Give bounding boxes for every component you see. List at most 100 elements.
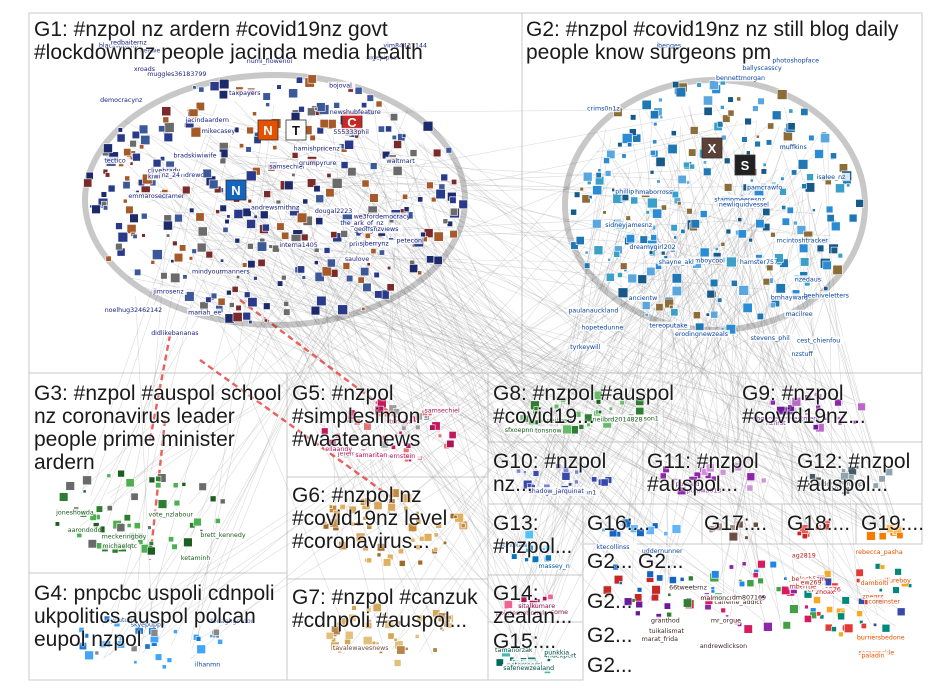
node-avatar bbox=[690, 126, 698, 134]
node-avatar bbox=[634, 594, 641, 601]
node-avatar bbox=[817, 612, 821, 616]
group-label-g16: G16:... bbox=[587, 512, 647, 535]
node-avatar bbox=[163, 117, 169, 123]
node-avatar bbox=[392, 135, 396, 139]
node-avatar bbox=[784, 577, 787, 580]
node-avatar bbox=[608, 258, 611, 261]
node-avatar bbox=[707, 290, 715, 298]
node-avatar bbox=[671, 131, 676, 136]
node-avatar bbox=[86, 172, 93, 179]
node-avatar bbox=[410, 150, 417, 157]
node-avatar bbox=[158, 500, 167, 509]
node-label: ketaminh bbox=[181, 555, 211, 562]
node-avatar bbox=[162, 107, 171, 116]
node-avatar bbox=[770, 561, 777, 568]
node-avatar bbox=[576, 236, 584, 244]
node-avatar bbox=[179, 245, 185, 251]
node-label: nz_24 bbox=[162, 172, 180, 179]
node-avatar bbox=[151, 260, 155, 264]
node-label: interna1405 bbox=[279, 242, 317, 249]
edge bbox=[192, 109, 408, 649]
node-avatar bbox=[451, 179, 456, 184]
node-avatar bbox=[757, 313, 763, 319]
node-avatar bbox=[642, 100, 651, 109]
node-avatar bbox=[585, 251, 588, 254]
node-label: granthod bbox=[651, 618, 680, 625]
node-avatar bbox=[758, 98, 765, 105]
node-avatar bbox=[326, 189, 334, 197]
node-avatar bbox=[203, 169, 212, 178]
node-avatar bbox=[88, 540, 97, 549]
node-avatar bbox=[650, 150, 655, 155]
node-avatar bbox=[193, 86, 196, 89]
node-avatar bbox=[118, 232, 128, 242]
node-avatar bbox=[310, 135, 316, 141]
node-label: mariah_ee bbox=[188, 310, 221, 317]
node-avatar bbox=[118, 128, 123, 133]
node-label: isalee_nz bbox=[817, 174, 847, 181]
node-label: bmhayward bbox=[771, 294, 808, 301]
node-avatar bbox=[790, 605, 799, 614]
node-avatar bbox=[418, 271, 422, 275]
node-avatar bbox=[156, 476, 161, 481]
node-avatar bbox=[155, 482, 160, 487]
node-avatar bbox=[653, 140, 657, 144]
node-avatar bbox=[669, 577, 676, 584]
node-avatar bbox=[196, 213, 204, 221]
node-avatar bbox=[450, 197, 457, 204]
node-avatar bbox=[678, 175, 686, 183]
node-avatar bbox=[281, 275, 286, 280]
node-label: tectico bbox=[104, 158, 125, 165]
node-avatar bbox=[776, 587, 781, 592]
node-avatar bbox=[804, 615, 811, 622]
node-avatar bbox=[132, 131, 139, 138]
node-avatar bbox=[745, 536, 749, 540]
node-avatar bbox=[296, 77, 302, 83]
node-avatar bbox=[83, 476, 92, 485]
node-avatar bbox=[124, 514, 130, 520]
node-label: brett_kennedy bbox=[200, 532, 246, 539]
node-avatar bbox=[198, 227, 207, 236]
node-avatar bbox=[126, 479, 134, 487]
node-avatar bbox=[116, 223, 123, 230]
node-avatar bbox=[84, 179, 92, 187]
node-avatar bbox=[236, 305, 242, 311]
node-avatar bbox=[677, 201, 681, 205]
node-avatar bbox=[260, 211, 268, 219]
node-avatar bbox=[219, 90, 227, 98]
node-avatar bbox=[672, 191, 679, 198]
node-avatar bbox=[415, 634, 419, 638]
node-avatar bbox=[211, 293, 217, 299]
node-avatar bbox=[703, 96, 712, 105]
node-avatar bbox=[680, 577, 684, 581]
group-label-g2-d: G2... bbox=[587, 624, 627, 647]
node-avatar bbox=[376, 101, 382, 107]
node-avatar bbox=[674, 236, 677, 239]
node-avatar bbox=[362, 307, 365, 310]
node-avatar bbox=[168, 537, 173, 542]
node-avatar bbox=[107, 474, 111, 478]
node-avatar bbox=[753, 573, 758, 578]
node-avatar bbox=[793, 221, 797, 225]
node-avatar bbox=[249, 320, 253, 324]
node-avatar bbox=[387, 266, 390, 269]
node-avatar bbox=[134, 523, 140, 529]
node-label: macilree bbox=[785, 311, 812, 318]
node-avatar bbox=[161, 272, 168, 279]
node-avatar bbox=[720, 105, 724, 109]
node-avatar bbox=[782, 218, 789, 225]
node-avatar bbox=[358, 277, 364, 283]
node-avatar bbox=[583, 172, 592, 181]
node-avatar bbox=[338, 305, 348, 315]
node-avatar bbox=[753, 106, 759, 112]
node-avatar bbox=[618, 142, 623, 147]
node-avatar bbox=[166, 234, 170, 238]
node-avatar bbox=[244, 292, 250, 298]
node-avatar bbox=[628, 274, 637, 283]
node-avatar bbox=[206, 251, 213, 258]
node-avatar bbox=[459, 200, 468, 209]
node-avatar bbox=[717, 121, 723, 127]
node-avatar bbox=[367, 263, 370, 266]
node-avatar bbox=[737, 97, 741, 101]
node-avatar bbox=[580, 187, 584, 191]
